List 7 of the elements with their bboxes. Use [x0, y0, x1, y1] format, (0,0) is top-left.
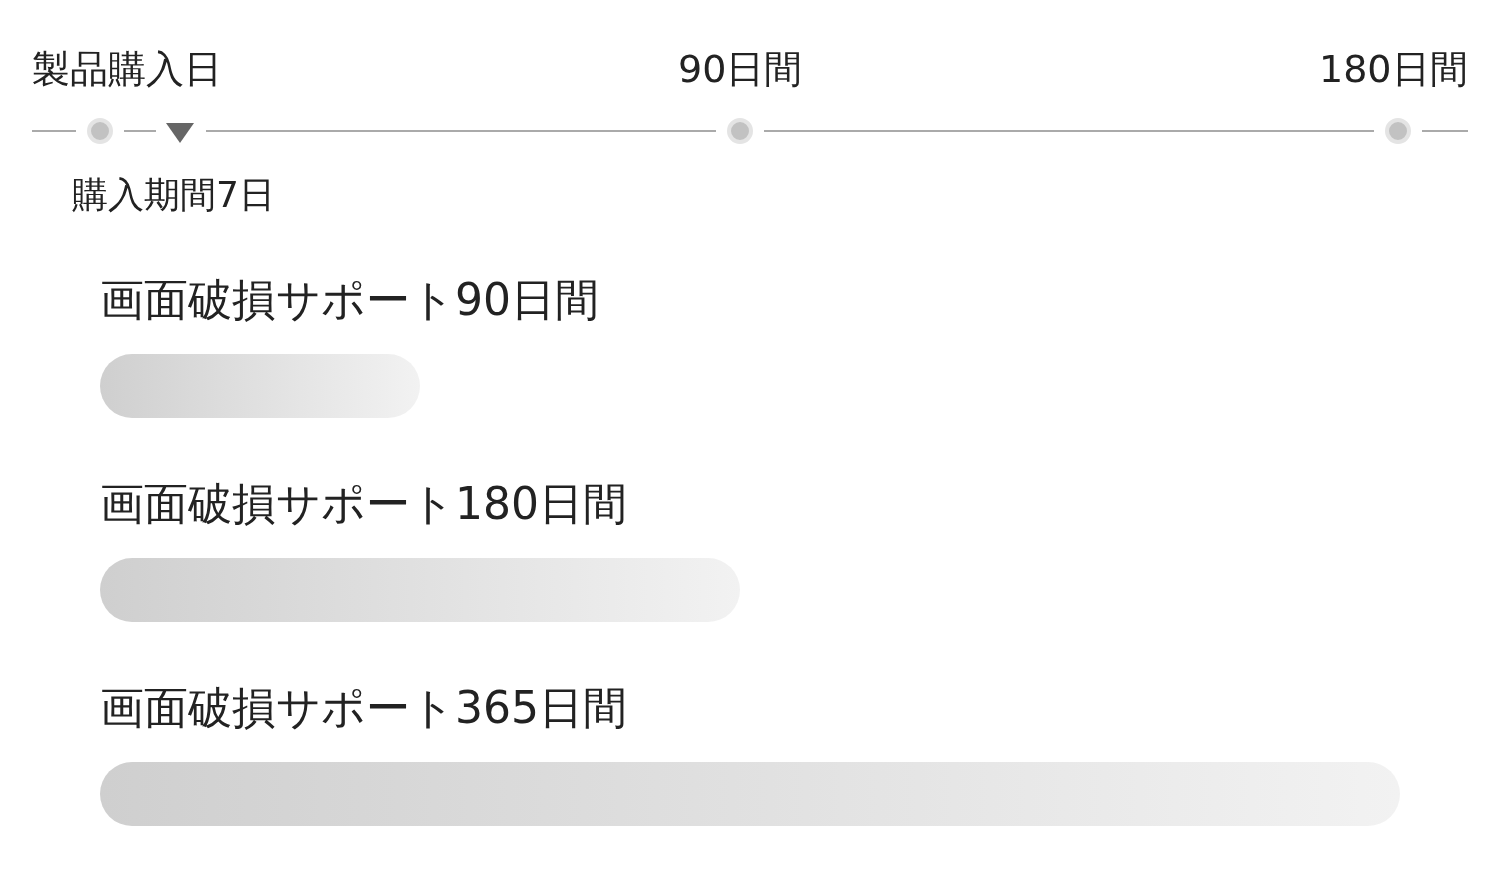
timeline-label: 180日間 [1319, 50, 1468, 88]
bar-heading: 画面破損サポート90日間 [100, 278, 599, 322]
bar-heading: 画面破損サポート365日間 [100, 686, 627, 730]
timeline-label: 90日間 [678, 50, 803, 88]
bar-heading: 画面破損サポート180日間 [100, 482, 627, 526]
period-label: 購入期間7日 [72, 177, 275, 213]
timeline-label: 製品購入日 [32, 50, 222, 88]
